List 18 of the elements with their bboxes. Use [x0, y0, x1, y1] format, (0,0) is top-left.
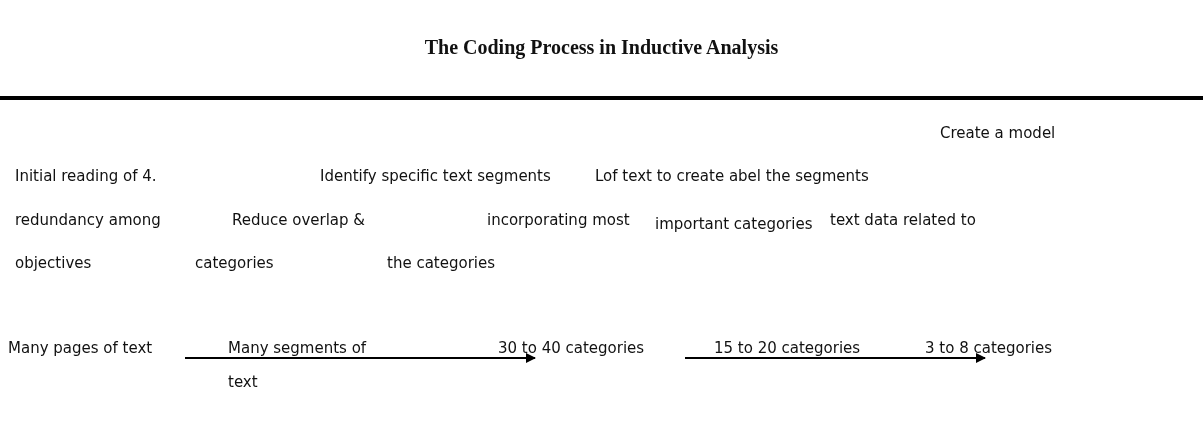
text-label: objectives	[15, 253, 92, 274]
text-label: incorporating most	[487, 210, 630, 231]
text-label: Many pages of text	[8, 338, 154, 359]
text-label: redundancy among	[15, 210, 161, 231]
title: The Coding Process in Inductive Analysis	[423, 36, 780, 59]
text-label: Lof text to create abel the segments	[595, 166, 869, 187]
text-label: Create a model	[940, 123, 1056, 144]
text-label: 3 to 8 categories	[925, 338, 1053, 359]
text-label: Many segments of text	[228, 338, 368, 393]
text-label: important categories	[655, 214, 813, 235]
text-label: 30 to 40 categories	[498, 338, 645, 359]
text-label: 15 to 20 categories	[714, 338, 861, 359]
text-label: Reduce overlap &	[232, 210, 366, 231]
text-label: categories	[195, 253, 274, 274]
text-label: text data related to	[830, 210, 976, 231]
text-label: the categories	[387, 253, 495, 274]
text-label: Identify specific text segments	[320, 166, 551, 187]
text-label: Initial reading of 4.	[15, 166, 157, 187]
